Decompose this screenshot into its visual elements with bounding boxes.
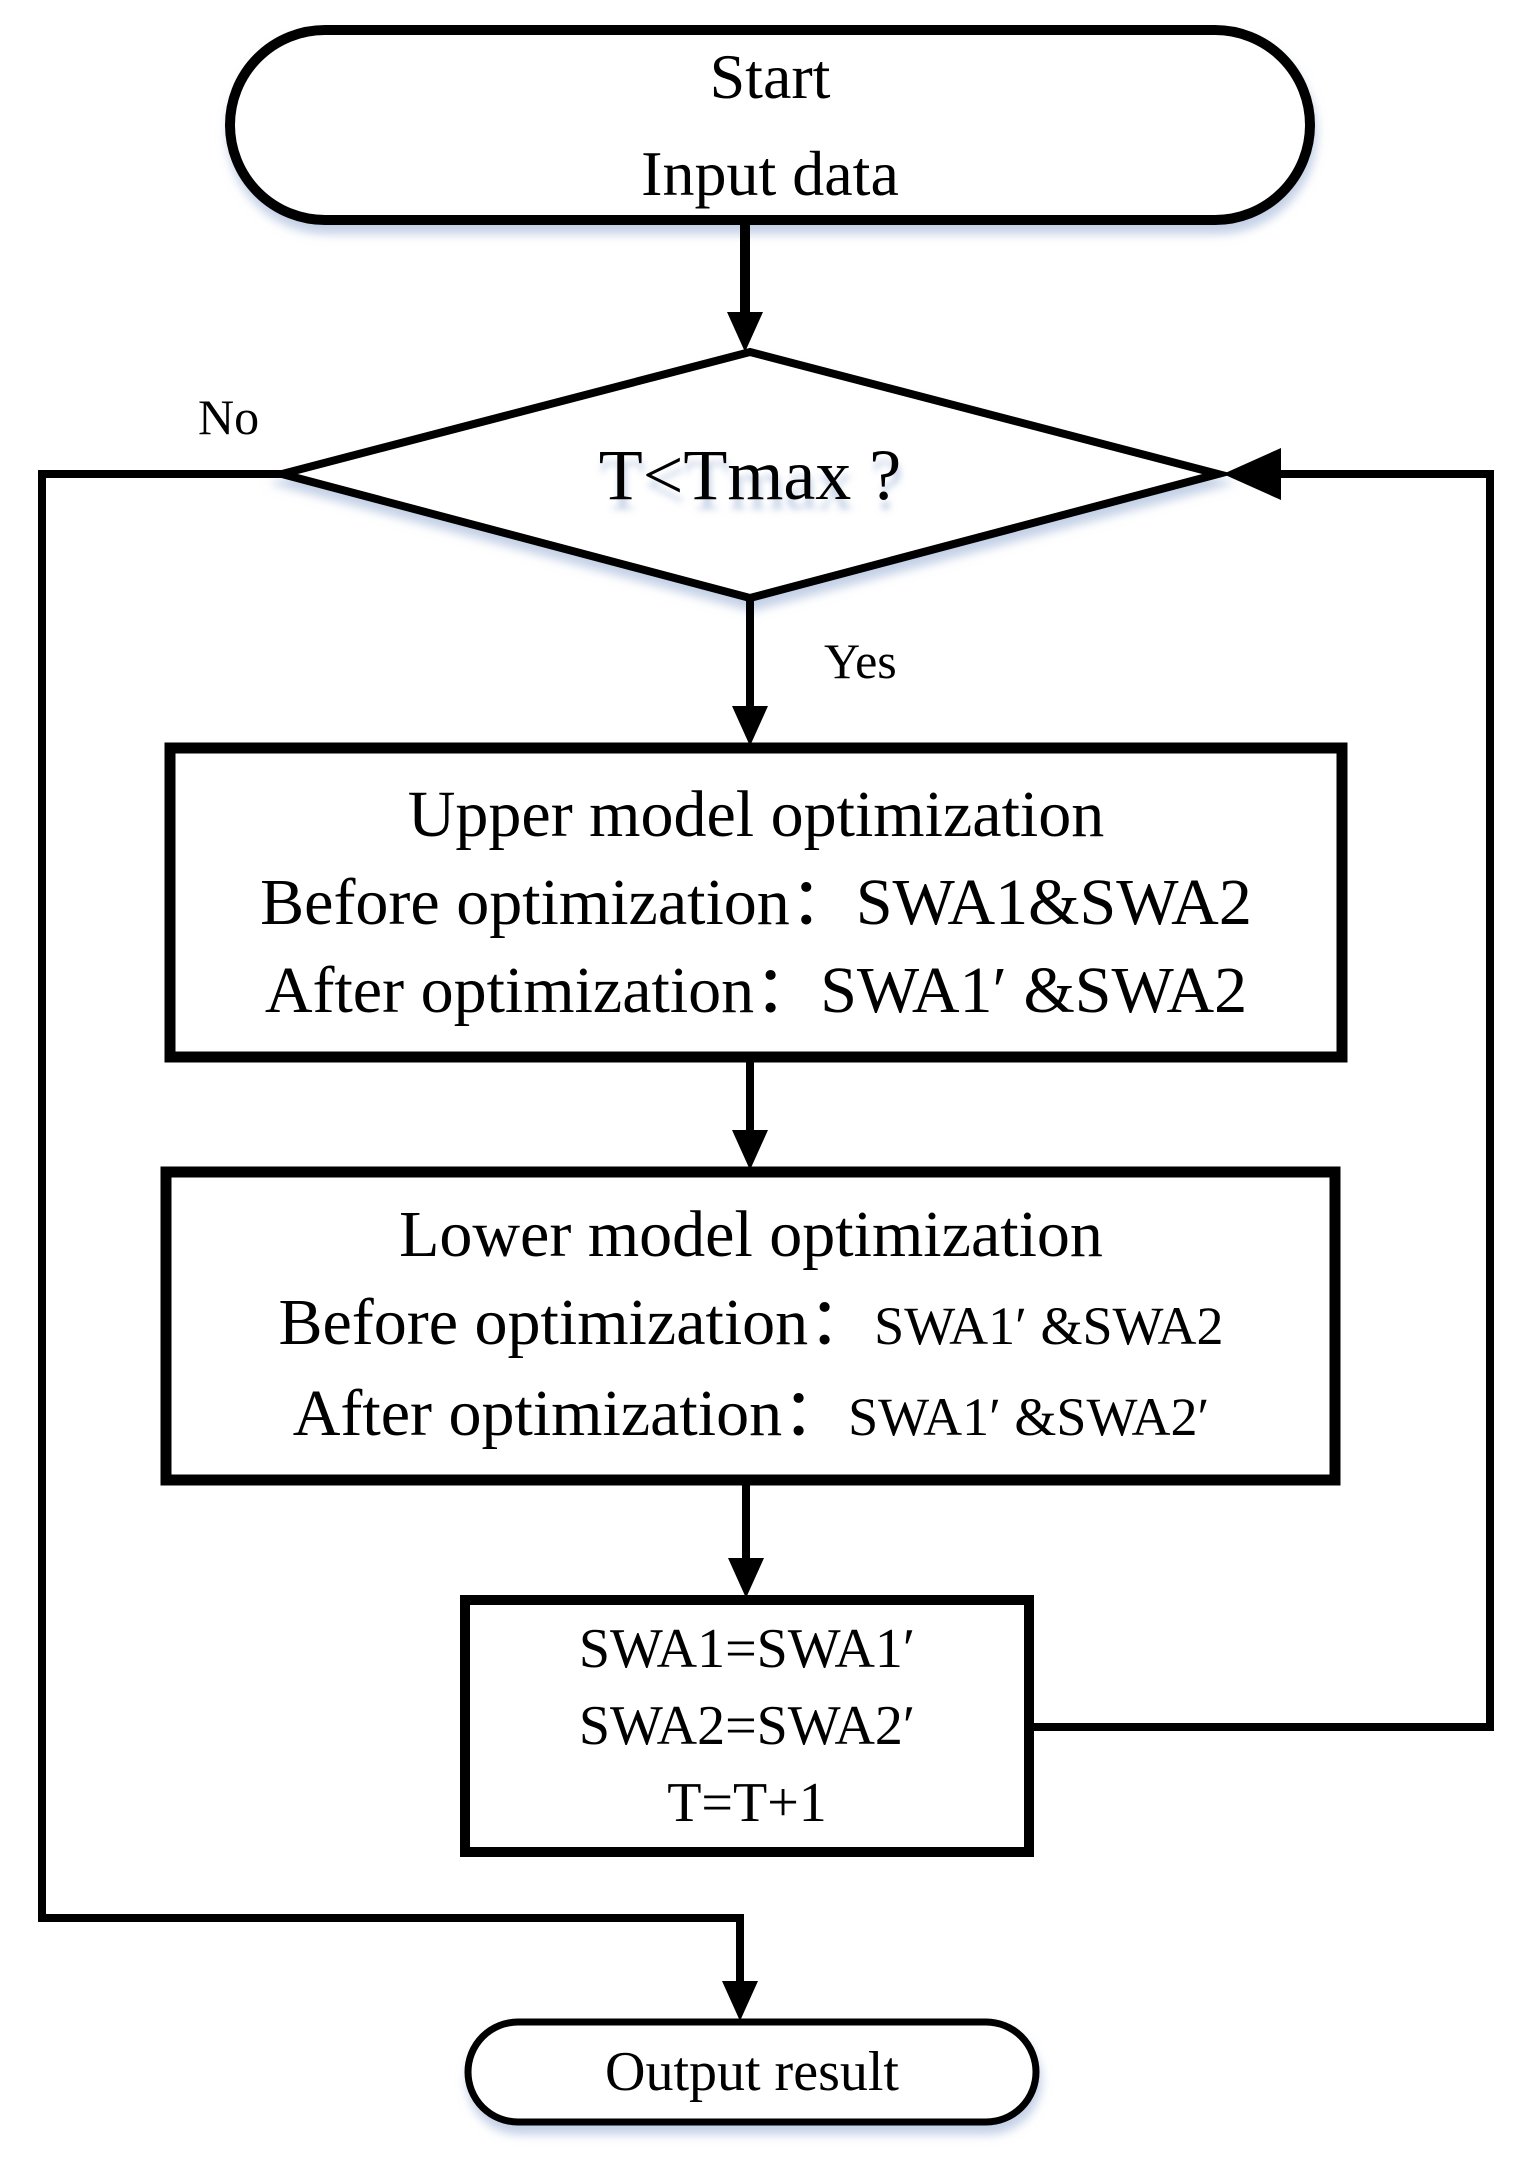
- text-segment: SWA1′ &SWA2: [874, 1296, 1224, 1356]
- decision-node-label: T<Tmax ?: [282, 352, 1218, 598]
- lower-node-shape: [160, 1166, 1341, 1486]
- text-segment: Before optimization：: [278, 1286, 875, 1359]
- upper-node-label: Upper model optimization Before optimiza…: [182, 758, 1330, 1048]
- start-line-1: Start: [709, 41, 831, 112]
- lower-line-3: After optimization：SWA1′ &SWA2′: [293, 1370, 1210, 1461]
- arrow-start-to-decision-head: [727, 312, 763, 352]
- no-path-arrow-head: [722, 1981, 758, 2021]
- output-node-label: Output result: [468, 2022, 1036, 2122]
- output-node-shape: [464, 2018, 1040, 2126]
- text-segment: Upper model optimization: [407, 778, 1105, 851]
- update-node-label: SWA1=SWA1′ SWA2=SWA2′ T=T+1: [476, 1608, 1018, 1844]
- update-node-shape: [460, 1595, 1034, 1857]
- loop-path-arrow-head: [1223, 448, 1281, 500]
- text-segment: After optimization：: [264, 954, 821, 1027]
- start-line-2: Input data: [641, 138, 899, 209]
- output-text: Output result: [605, 2041, 899, 2103]
- arrow-lower-to-update-head: [728, 1558, 764, 1598]
- update-line-1: SWA1=SWA1′: [578, 1617, 916, 1680]
- text-segment: SWA1′ &SWA2: [820, 954, 1248, 1027]
- lower-node-label: Lower model optimization Before optimiza…: [178, 1182, 1324, 1470]
- upper-node-shape: [164, 742, 1348, 1063]
- upper-line-1: Upper model optimization: [408, 771, 1105, 859]
- upper-line-2: Before optimization：SWA1&SWA2: [260, 859, 1252, 947]
- text-segment: SWA1&SWA2: [855, 866, 1252, 939]
- arrow-upper-to-lower-head: [732, 1130, 768, 1170]
- start-node-shape: [225, 25, 1315, 225]
- no-edge-label: No: [198, 389, 260, 445]
- update-line-2: SWA2=SWA2′: [578, 1694, 916, 1757]
- lower-line-1: Lower model optimization: [399, 1191, 1103, 1279]
- arrow-decision-to-upper-head: [732, 706, 768, 746]
- update-line-3: T=T+1: [667, 1771, 827, 1834]
- text-segment: Lower model optimization: [399, 1198, 1103, 1271]
- yes-edge-label: Yes: [824, 633, 897, 689]
- text-segment: SWA1′ &SWA2′: [848, 1387, 1210, 1447]
- start-node-label: Start Input data: [230, 30, 1310, 220]
- no-path-line: [38, 470, 744, 1984]
- lower-line-2: Before optimization：SWA1′ &SWA2: [278, 1279, 1223, 1370]
- loop-path-line: [1029, 470, 1494, 1731]
- text-segment: Before optimization：: [260, 866, 856, 939]
- text-segment: After optimization：: [292, 1377, 849, 1450]
- decision-condition-text: T<Tmax ?: [598, 434, 902, 515]
- upper-line-3: After optimization：SWA1′ &SWA2: [265, 947, 1247, 1035]
